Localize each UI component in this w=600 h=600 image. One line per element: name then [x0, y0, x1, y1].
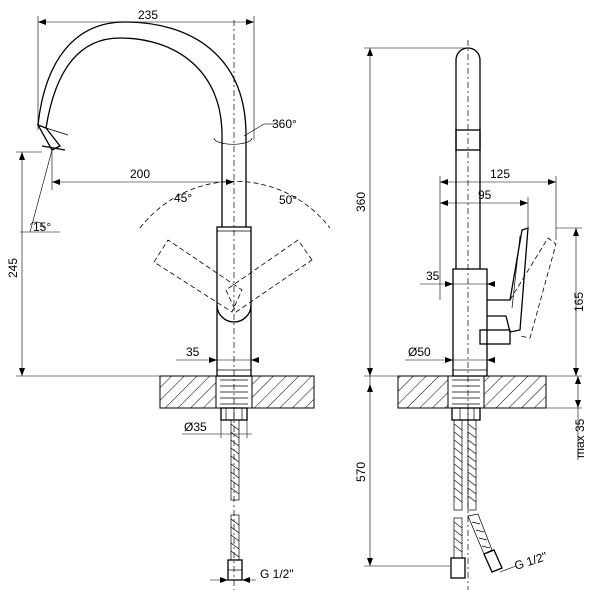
dim-width-overall: 235: [138, 8, 158, 22]
front-spout-inner: [37, 21, 247, 227]
dim-lever-height: 165: [572, 292, 586, 312]
ghost-handles: [139, 180, 331, 313]
dim-lever-reach: 95: [478, 188, 492, 202]
dim-handle-angle-right: 50°: [279, 193, 297, 207]
dim-max-thickness: max 35: [573, 418, 587, 458]
side-body: [452, 268, 488, 377]
dim-base-diameter: Ø50: [408, 345, 431, 359]
dim-height-total: 360: [354, 192, 368, 212]
dim-hose-length: 570: [354, 462, 368, 482]
dim-handle-angle-left: 45°: [174, 191, 192, 205]
side-view: 360 125 95 35 165 Ø50: [354, 40, 587, 590]
side-hoses: [450, 419, 503, 579]
dim-thread-side: G 1/2": [513, 549, 549, 573]
dim-thread-front: G 1/2": [260, 567, 294, 581]
dim-swivel: 360°: [272, 117, 297, 131]
front-view: 235 200 360° 15° 45° 50° 245 35: [6, 8, 331, 590]
dim-body-diameter: 35: [186, 345, 200, 359]
front-spout-outer: [45, 37, 223, 227]
dim-spout-height: 245: [6, 258, 20, 278]
dim-spout-reach: 200: [130, 167, 150, 181]
dim-handle-reach: 125: [490, 167, 510, 181]
dim-shank-diameter: Ø35: [184, 420, 207, 434]
side-lever: [487, 227, 529, 333]
dim-body-offset: 35: [426, 269, 440, 283]
side-spout: [455, 47, 481, 269]
dim-spout-angle: 15°: [33, 220, 51, 234]
front-hose: [227, 419, 243, 581]
